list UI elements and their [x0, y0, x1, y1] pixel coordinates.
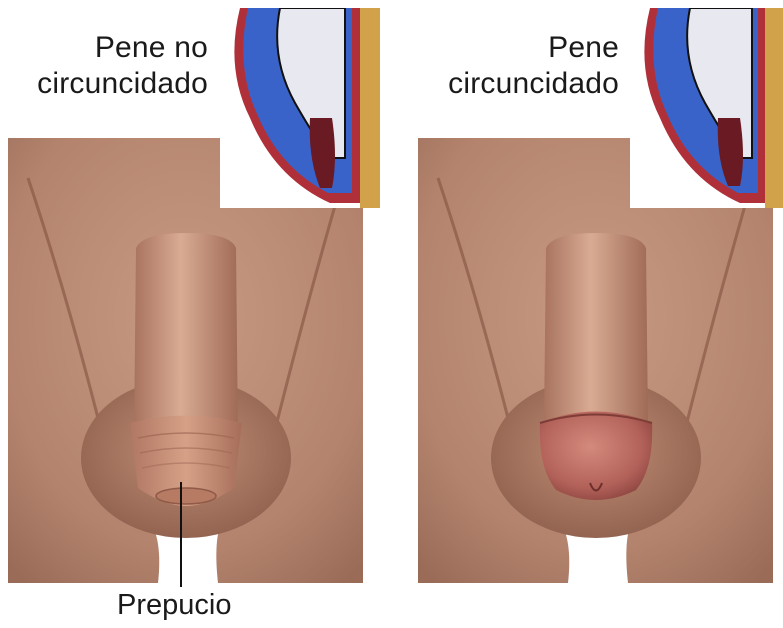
uncircumcised-label-line2: circuncidado: [37, 67, 208, 100]
cross-section-inset-uncircumcised: [220, 8, 380, 208]
uncircumcised-label: Pene no circuncidado: [37, 30, 208, 102]
penis-shaft: [544, 233, 648, 428]
uncircumcised-label-line1: Pene no: [94, 31, 208, 64]
penis-shaft: [134, 233, 238, 443]
circumcised-illustration: [418, 138, 773, 583]
uncircumcised-illustration: [8, 138, 363, 583]
foreskin: [130, 415, 242, 506]
glans: [539, 411, 653, 500]
circumcised-label-line2: circuncidado: [448, 67, 619, 100]
circumcised-label: Pene circuncidado: [448, 30, 619, 102]
foreskin-annotation-label: Prepucio: [117, 589, 232, 621]
foreskin-pointer-line: [180, 482, 182, 587]
cross-section-inset-circumcised: [630, 8, 783, 208]
circumcised-label-line1: Pene: [548, 31, 619, 64]
